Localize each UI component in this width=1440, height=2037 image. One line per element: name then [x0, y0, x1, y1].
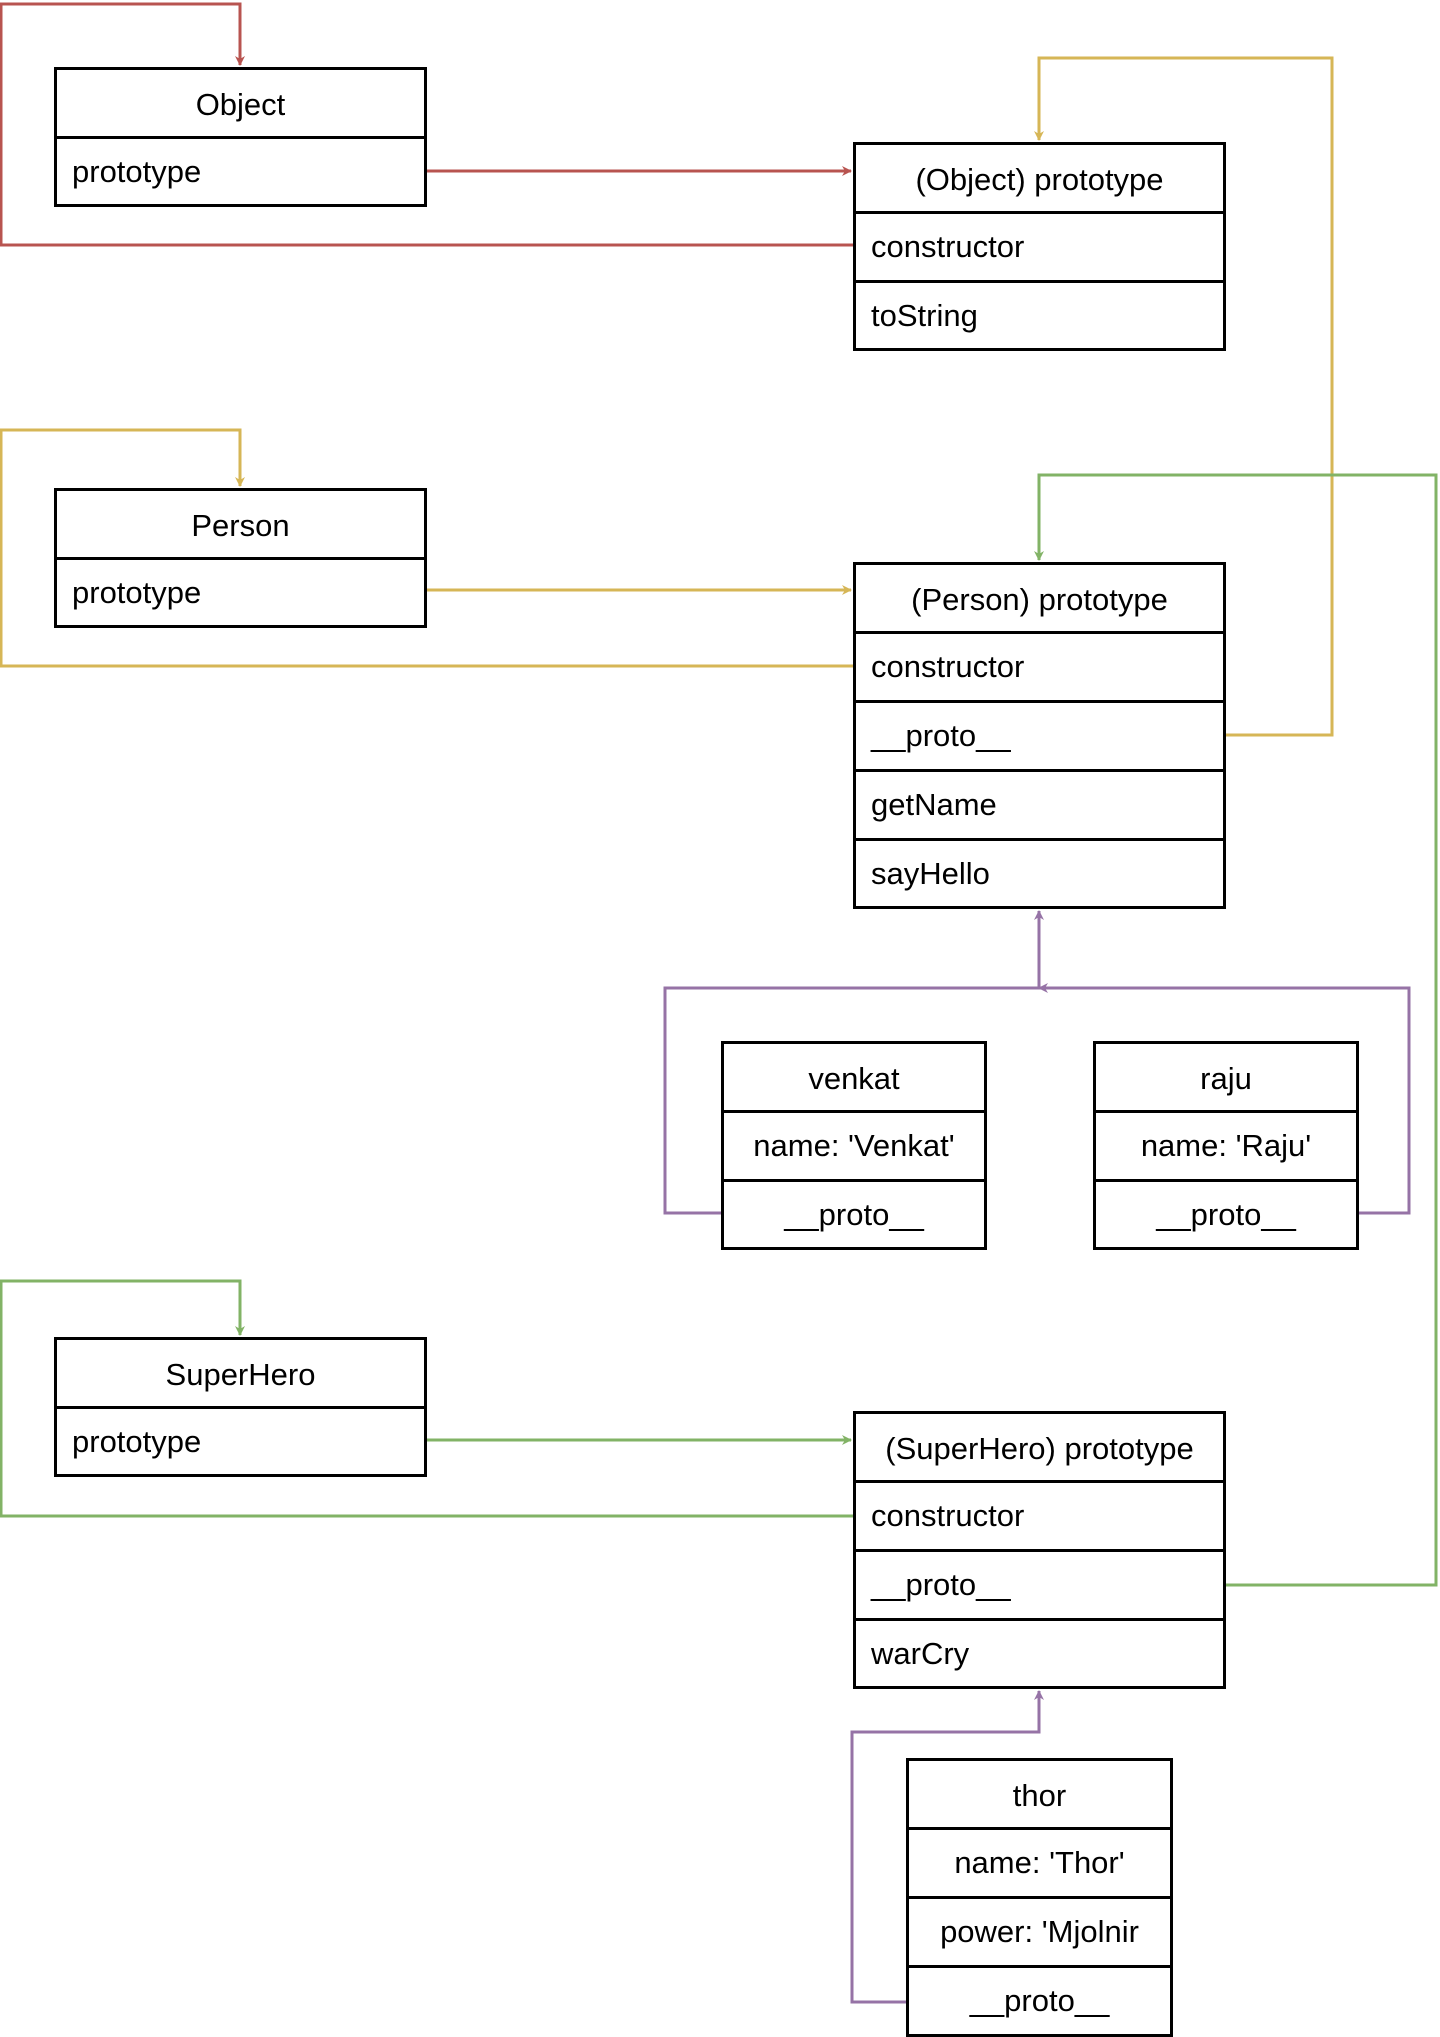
- person-proto-to-object-prototype-link: [1034, 56, 1334, 737]
- object-constructor-box: Object prototype: [54, 67, 427, 207]
- superhero-prototype-proto-row: __proto__: [856, 1549, 1223, 1618]
- raju-instance-box: raju name: 'Raju'__proto__: [1093, 1041, 1359, 1250]
- thor-instance-box: thor name: 'Thor'power: 'Mjolnir__proto__: [906, 1758, 1173, 2037]
- superhero-prototype-warcry-row: warCry: [856, 1618, 1223, 1687]
- object-prototype-constructor-row: constructor: [856, 211, 1223, 280]
- person-prototype-title: (Person) prototype: [911, 582, 1168, 617]
- venkat-proto-link: [663, 910, 1044, 1215]
- superhero-prototype-constructor-row: constructor: [856, 1480, 1223, 1549]
- venkat-name-venkat-row: name: 'Venkat': [724, 1110, 984, 1179]
- person-prototype-constructor-row: constructor: [856, 631, 1223, 700]
- thor-proto-row: __proto__: [909, 1965, 1170, 2034]
- superhero-prototype-title: (SuperHero) prototype: [885, 1431, 1194, 1466]
- object-title: Object: [195, 87, 286, 122]
- superhero-prototype-row: prototype: [57, 1406, 424, 1475]
- thor-power-mjolnir-row: power: 'Mjolnir: [909, 1896, 1170, 1965]
- object-prototype-tostring-row: toString: [856, 280, 1223, 349]
- venkat-proto-row: __proto__: [724, 1179, 984, 1248]
- person-prototype-proto-row: __proto__: [856, 700, 1223, 769]
- thor-proto-link: [850, 1690, 1044, 2004]
- superhero-proto-to-person-prototype-link: [1034, 473, 1438, 1587]
- thor-name-thor-row: name: 'Thor': [909, 1827, 1170, 1896]
- superhero-constructor-box: SuperHero prototype: [54, 1337, 427, 1477]
- person-constructor-link: [0, 428, 853, 668]
- raju-name-raju-row: name: 'Raju': [1096, 1110, 1356, 1179]
- person-prototype-box: (Person) prototype constructor__proto__ge…: [853, 562, 1226, 909]
- superhero-title: SuperHero: [165, 1357, 316, 1392]
- object-prototype-title: (Object) prototype: [915, 162, 1164, 197]
- person-constructor-box: Person prototype: [54, 488, 427, 628]
- raju-title: raju: [1200, 1061, 1252, 1096]
- person-title: Person: [191, 508, 290, 543]
- venkat-title: venkat: [808, 1061, 900, 1096]
- person-prototype-sayhello-row: sayHello: [856, 838, 1223, 907]
- superhero-constructor-link: [0, 1279, 853, 1518]
- raju-proto-row: __proto__: [1096, 1179, 1356, 1248]
- raju-proto-link: [1038, 983, 1411, 1215]
- person-prototype-row: prototype: [57, 557, 424, 626]
- thor-title: thor: [1012, 1778, 1067, 1813]
- venkat-instance-box: venkat name: 'Venkat'__proto__: [721, 1041, 987, 1250]
- superhero-prototype-box: (SuperHero) prototype constructor__proto_…: [853, 1411, 1226, 1689]
- person-prototype-getname-row: getName: [856, 769, 1223, 838]
- object-prototype-row: prototype: [57, 136, 424, 205]
- object-constructor-link: [0, 2, 853, 247]
